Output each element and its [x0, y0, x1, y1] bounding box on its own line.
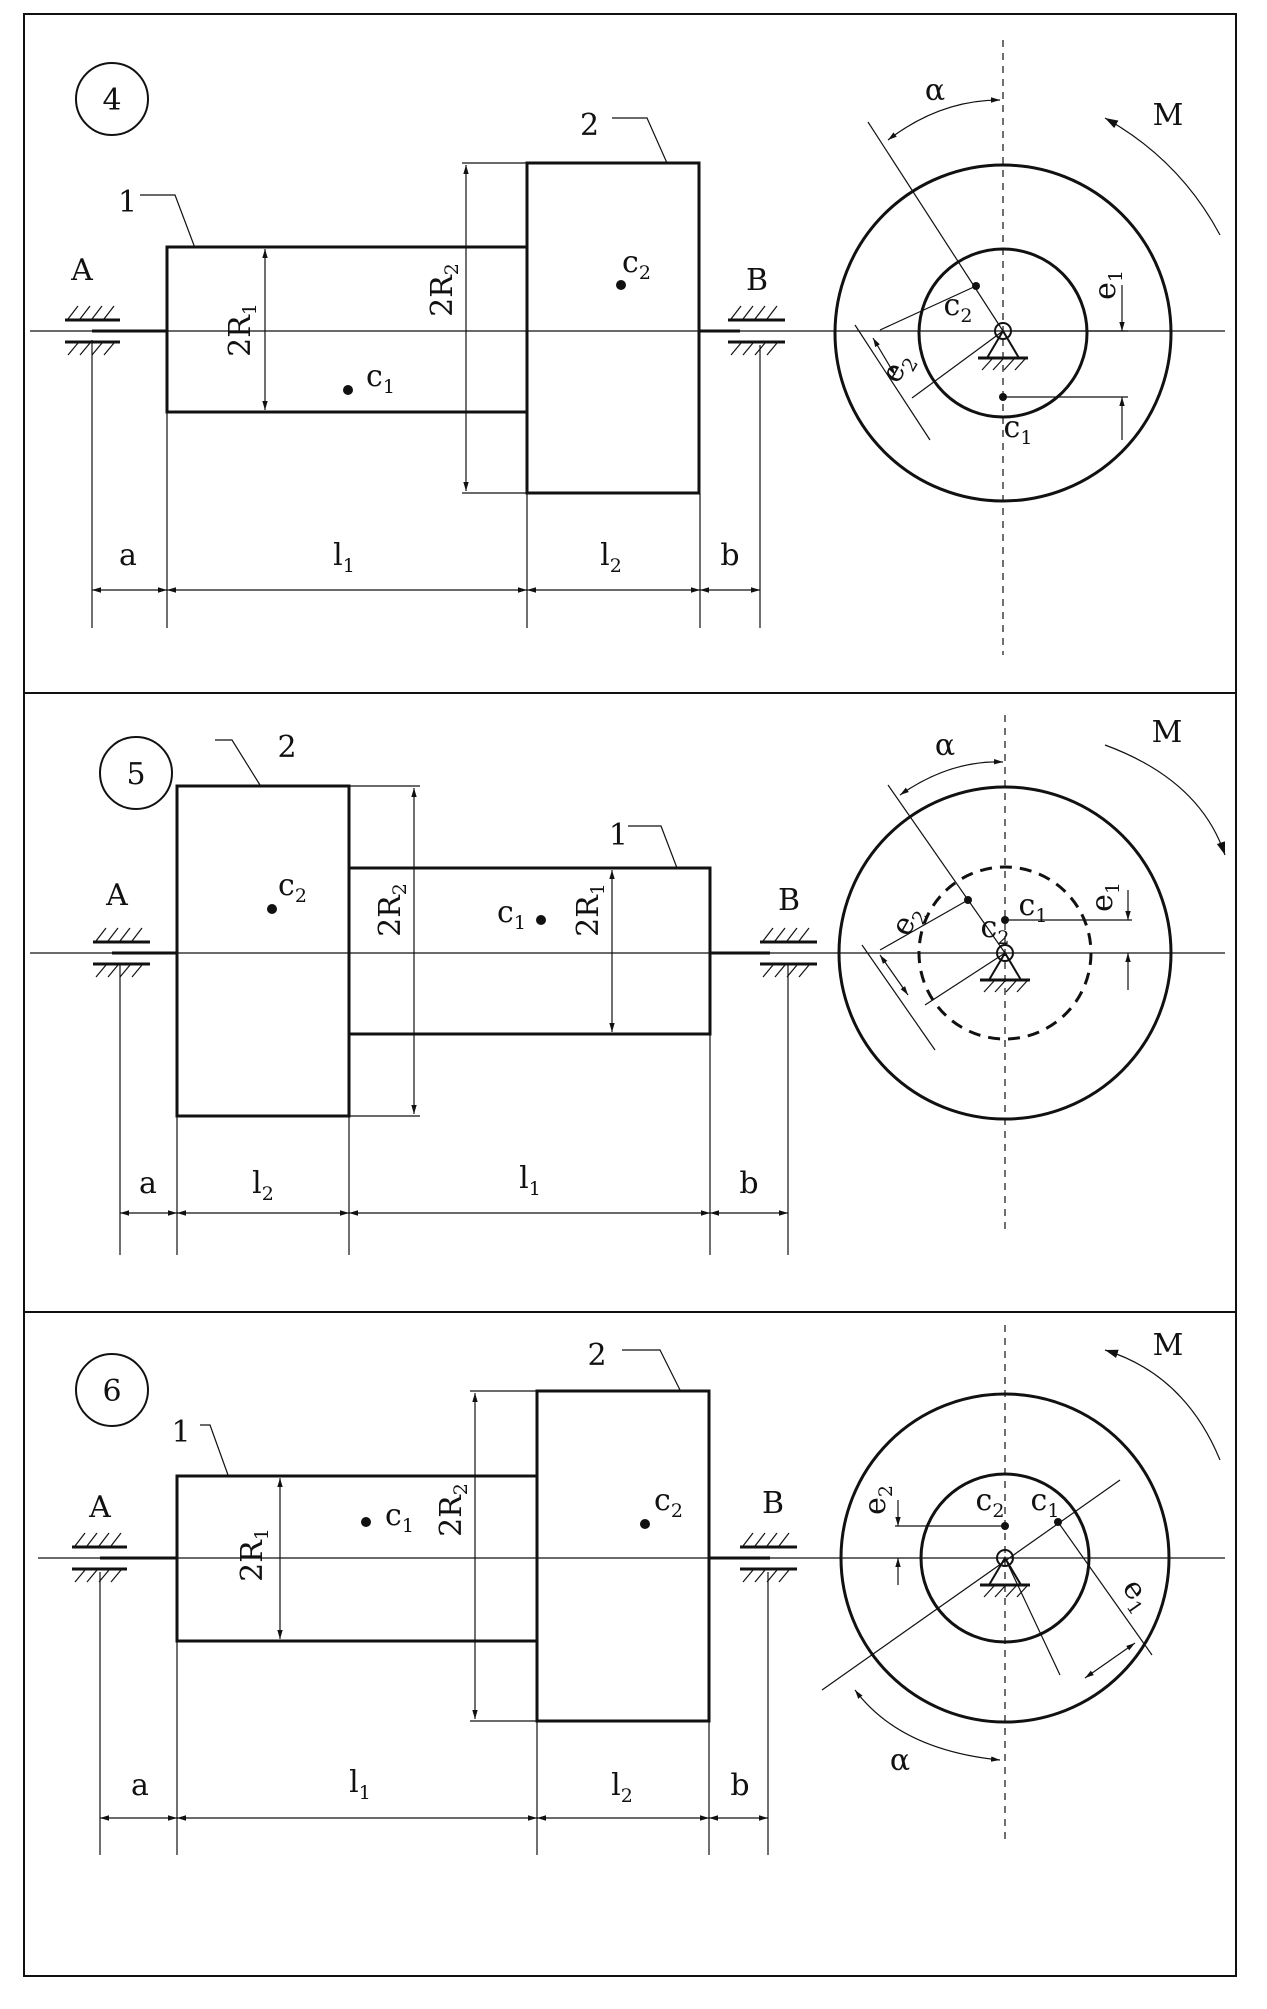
end-view: α M c1 c2 e1 e2 [830, 715, 1226, 1230]
svg-text:l2: l2 [600, 538, 622, 577]
svg-text:2R2: 2R2 [434, 1483, 472, 1537]
svg-text:c1: c1 [1019, 888, 1048, 927]
svg-text:l1: l1 [519, 1161, 541, 1200]
svg-text:M: M [1152, 715, 1183, 750]
svg-text:1: 1 [609, 818, 628, 853]
end-view: α M c2 c1 e1 e2 [800, 40, 1225, 655]
svg-text:2R1: 2R1 [235, 1528, 273, 1582]
svg-text:a: a [131, 1768, 149, 1803]
svg-text:e1: e1 [1085, 882, 1124, 912]
part-2-label: 2 [580, 108, 599, 143]
body-2 [535, 1389, 711, 1723]
panel-5: 5 A B 2 1 [30, 715, 1226, 1255]
svg-text:e1: e1 [1088, 270, 1127, 300]
end-view: α M c2 c1 e2 e1 [820, 1325, 1225, 1845]
svg-text:b: b [720, 538, 739, 573]
svg-text:l1: l1 [333, 538, 355, 577]
part-1-label: 1 [118, 185, 137, 220]
svg-text:1: 1 [171, 1415, 190, 1450]
svg-text:c1: c1 [385, 1498, 414, 1537]
svg-text:e2: e2 [884, 899, 933, 944]
svg-text:e2: e2 [858, 1485, 897, 1515]
panel-6: 6 A B 1 2 2R1 [38, 1325, 1225, 1855]
svg-text:c1: c1 [1004, 410, 1033, 449]
support-a [93, 927, 150, 978]
panel-number-circle [75, 62, 149, 136]
svg-text:b: b [739, 1166, 758, 1201]
svg-text:2R1: 2R1 [223, 303, 261, 357]
panel-number: 5 [126, 757, 145, 792]
svg-text:l2: l2 [611, 1768, 633, 1807]
svg-text:c2: c2 [944, 288, 973, 327]
support-b-label: B [746, 263, 768, 298]
svg-text:c1: c1 [497, 895, 526, 934]
c1-label: c1 [366, 359, 395, 398]
support-a-label: A [70, 253, 93, 288]
body-2 [525, 161, 701, 495]
support-b [740, 1532, 797, 1583]
svg-text:M: M [1153, 1328, 1184, 1363]
svg-text:a: a [119, 538, 137, 573]
body-2 [175, 784, 351, 1118]
support-a [72, 1532, 127, 1583]
svg-text:2R2: 2R2 [425, 263, 463, 317]
svg-text:l2: l2 [252, 1166, 274, 1205]
svg-text:A: A [88, 1490, 111, 1525]
svg-text:2R2: 2R2 [373, 883, 411, 937]
support-b [728, 305, 785, 356]
svg-text:l1: l1 [349, 1765, 371, 1804]
svg-text:c1: c1 [1031, 1483, 1060, 1522]
panel-number: 4 [102, 83, 121, 118]
svg-text:B: B [762, 1486, 784, 1521]
c2-label: c2 [622, 245, 651, 284]
svg-text:2: 2 [277, 730, 296, 765]
svg-text:M: M [1153, 98, 1184, 133]
svg-text:a: a [139, 1166, 157, 1201]
svg-text:α: α [925, 73, 945, 108]
panel-number: 6 [102, 1374, 121, 1409]
svg-text:b: b [730, 1768, 749, 1803]
svg-text:A: A [105, 878, 128, 913]
panel-4: 4 A B 1 [30, 40, 1225, 655]
svg-text:c2: c2 [976, 1483, 1005, 1522]
body-1 [347, 866, 712, 1036]
svg-text:α: α [935, 728, 955, 763]
svg-text:2: 2 [587, 1338, 606, 1373]
frame [23, 13, 1237, 1977]
svg-text:c2: c2 [278, 868, 307, 907]
svg-text:c2: c2 [981, 910, 1010, 949]
svg-text:B: B [778, 883, 800, 918]
svg-text:c2: c2 [654, 1483, 683, 1522]
svg-text:α: α [890, 1743, 910, 1778]
svg-text:e1: e1 [1112, 1572, 1161, 1619]
svg-text:2R1: 2R1 [571, 883, 609, 937]
support-b [760, 927, 817, 978]
